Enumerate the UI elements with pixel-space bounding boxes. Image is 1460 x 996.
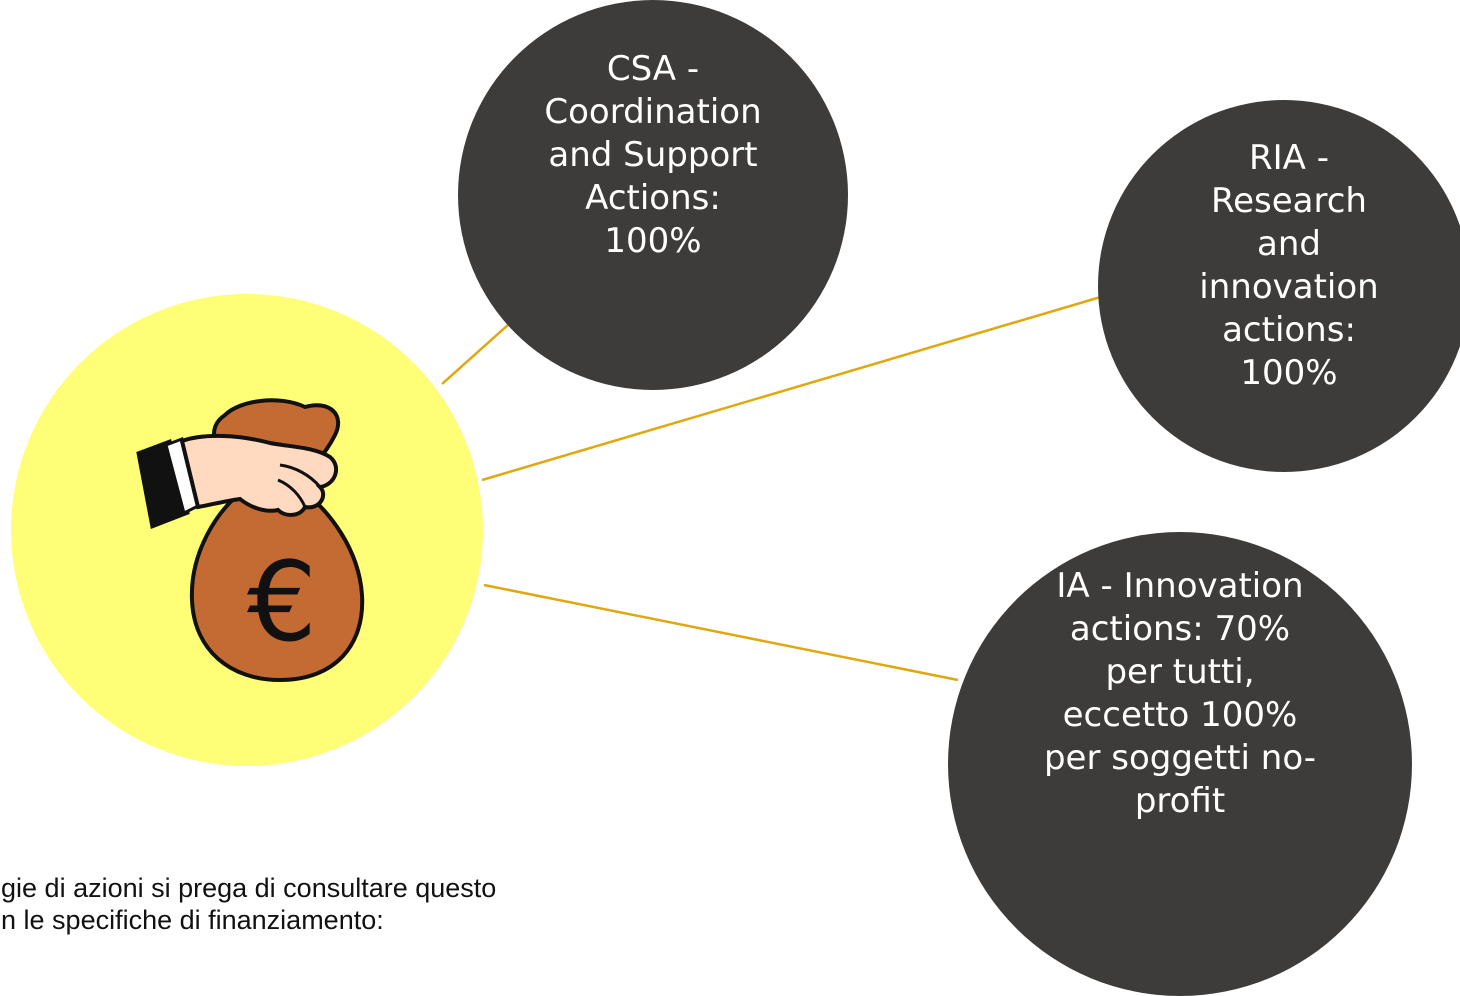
footnote-line-2: on le specifiche di finanziamento: [0,905,384,935]
money-bag-euro-icon: € [136,398,365,683]
connector-hub-ia [483,583,959,682]
connector-lines [441,294,1105,682]
euro-symbol: € [247,538,317,666]
footnote-line-1: ogie di azioni si prega di consultare qu… [0,873,497,903]
node-csa: CSA - Coordination and Support Actions: … [458,0,848,390]
node-csa-label: CSA - Coordination and Support Actions: … [544,48,762,261]
connector-hub-csa [441,315,519,385]
footnote-text: ogie di azioni si prega di consultare qu… [0,872,626,936]
node-ria: RIA - Research and innovation actions: 1… [1098,100,1460,472]
node-ia-label: IA - Innovation actions: 70% per tutti, … [1043,566,1317,821]
node-ia: IA - Innovation actions: 70% per tutti, … [948,532,1412,996]
node-ria-label: RIA - Research and innovation actions: 1… [1199,138,1379,393]
connector-hub-ria [481,294,1105,482]
